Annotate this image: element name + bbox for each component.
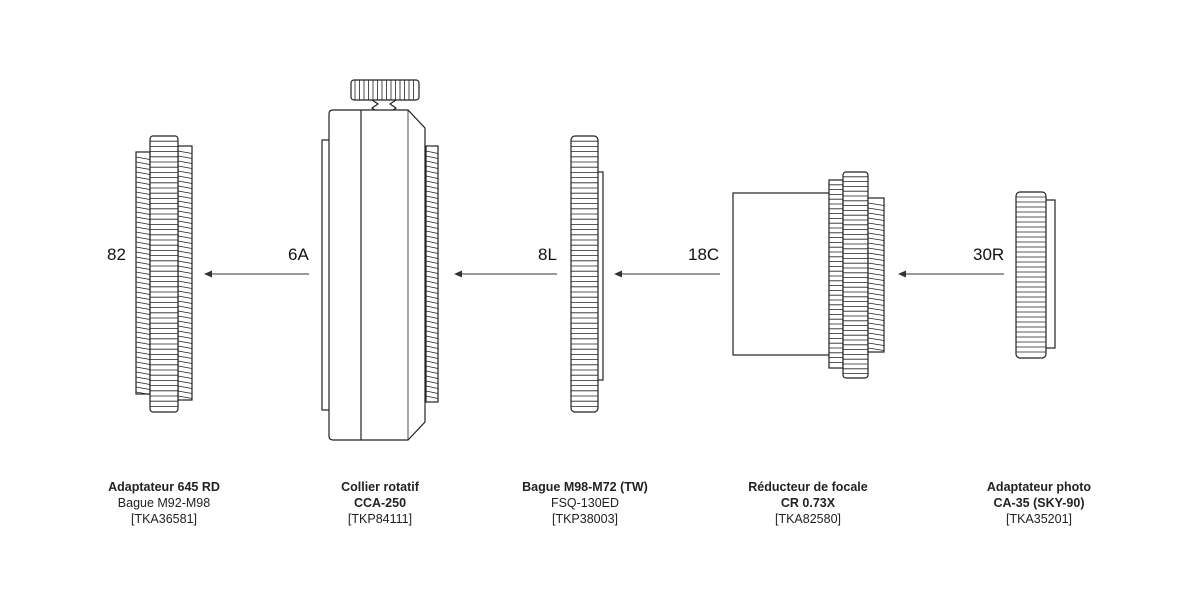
part-code-30r: 30R [973, 245, 1005, 264]
caption-line: [TKA36581] [130, 512, 197, 526]
flow-arrow [204, 270, 309, 278]
caption-line: [TKP38003] [551, 512, 618, 526]
caption-adaptateur-photo: Adaptateur photo CA-35 (SKY-90) [TKA3520… [949, 479, 1129, 527]
flow-arrow [614, 270, 720, 278]
caption-line: Collier rotatif [341, 480, 419, 494]
caption-line: CA-35 (SKY-90) [993, 496, 1085, 510]
collier-rotatif-drawing [321, 79, 439, 441]
caption-bague-m98: Bague M98-M72 (TW) FSQ-130ED [TKP38003] [495, 479, 675, 527]
caption-line: Adaptateur photo [986, 480, 1092, 494]
caption-line: Bague M98-M72 (TW) [522, 480, 648, 494]
bague-m98-m72-drawing [570, 135, 604, 413]
caption-line: CCA-250 [353, 496, 407, 510]
caption-line: Bague M92-M98 [117, 496, 211, 510]
part-code-6a: 6A [288, 245, 309, 264]
flow-arrow [454, 270, 557, 278]
caption-collier-rotatif: Collier rotatif CCA-250 [TKP84111] [290, 479, 470, 527]
adapter-645-drawing [135, 135, 193, 413]
caption-line: [TKA35201] [1005, 512, 1072, 526]
caption-line: Réducteur de focale [748, 480, 868, 494]
caption-reducteur: Réducteur de focale CR 0.73X [TKA82580] [718, 479, 898, 527]
part-code-18c: 18C [688, 245, 720, 264]
reducteur-focale-drawing [732, 171, 885, 379]
flow-arrow [898, 270, 1004, 278]
part-code-82: 82 [107, 245, 126, 264]
caption-line: [TKA82580] [774, 512, 841, 526]
caption-line: CR 0.73X [780, 496, 836, 510]
part-code-8l: 8L [538, 245, 557, 264]
caption-line: FSQ-130ED [550, 496, 620, 510]
caption-adaptateur-645: Adaptateur 645 RD Bague M92-M98 [TKA3658… [74, 479, 254, 527]
caption-line: [TKP84111] [347, 512, 413, 526]
adaptateur-photo-drawing [1015, 191, 1056, 359]
caption-line: Adaptateur 645 RD [108, 480, 220, 494]
